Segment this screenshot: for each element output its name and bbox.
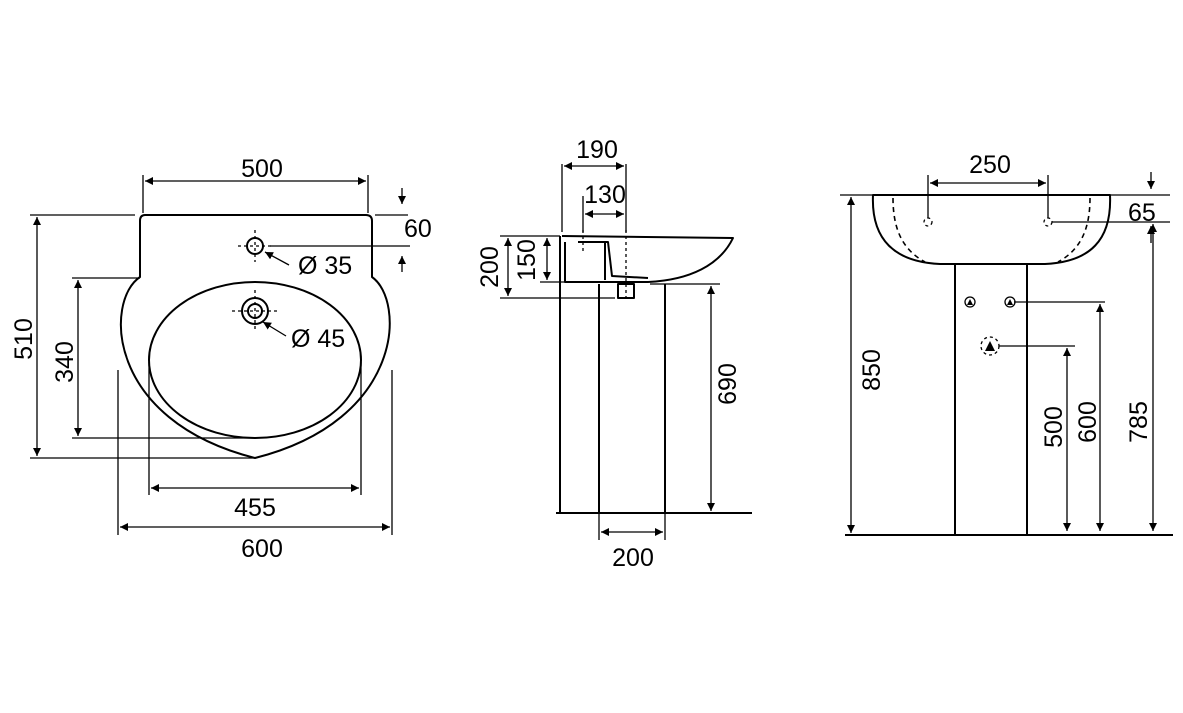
tap-hole-right-icon xyxy=(1043,217,1053,227)
dim-500v-label: 500 xyxy=(1040,406,1068,448)
waste-hole-icon xyxy=(232,290,278,332)
dim-60-label: 60 xyxy=(404,215,432,243)
basin-outline xyxy=(119,214,391,459)
dim-250-label: 250 xyxy=(969,151,1011,179)
dim-150-label: 150 xyxy=(513,239,541,281)
front-view: 250 65 850 500 600 785 xyxy=(840,151,1173,536)
dim-500-label: 500 xyxy=(241,155,283,183)
dim-190-label: 190 xyxy=(576,136,618,164)
dim-690-label: 690 xyxy=(714,363,742,405)
dim-waste-hole-label: Ø 45 xyxy=(291,325,345,353)
dim-200v-label: 200 xyxy=(476,246,504,288)
dim-850-label: 850 xyxy=(858,349,886,391)
bowl-outline xyxy=(148,281,362,439)
dim-785-label: 785 xyxy=(1125,401,1153,443)
dim-600-label: 600 xyxy=(241,535,283,563)
tap-hole-icon xyxy=(238,230,272,262)
dim-600v-label: 600 xyxy=(1074,401,1102,443)
water-inlet-right-icon xyxy=(1004,296,1016,308)
basin-front xyxy=(871,194,1112,265)
front-pedestal xyxy=(954,264,1028,535)
dim-510-label: 510 xyxy=(10,318,38,360)
dim-340-label: 340 xyxy=(51,341,79,383)
dim-455-label: 455 xyxy=(234,494,276,522)
dim-200h-label: 200 xyxy=(612,544,654,572)
water-inlet-left-icon xyxy=(964,296,976,308)
dim-tap-hole-label: Ø 35 xyxy=(298,252,352,280)
dim-65-label: 65 xyxy=(1128,199,1156,227)
dim-130-label: 130 xyxy=(584,181,626,209)
basin-profile xyxy=(561,235,734,283)
waste-outlet-icon xyxy=(980,336,1000,356)
tap-hole-left-icon xyxy=(923,217,933,227)
top-view: 500 60 Ø 35 Ø 45 510 340 455 600 xyxy=(10,155,432,563)
side-view: 190 130 200 150 690 200 xyxy=(476,136,752,572)
